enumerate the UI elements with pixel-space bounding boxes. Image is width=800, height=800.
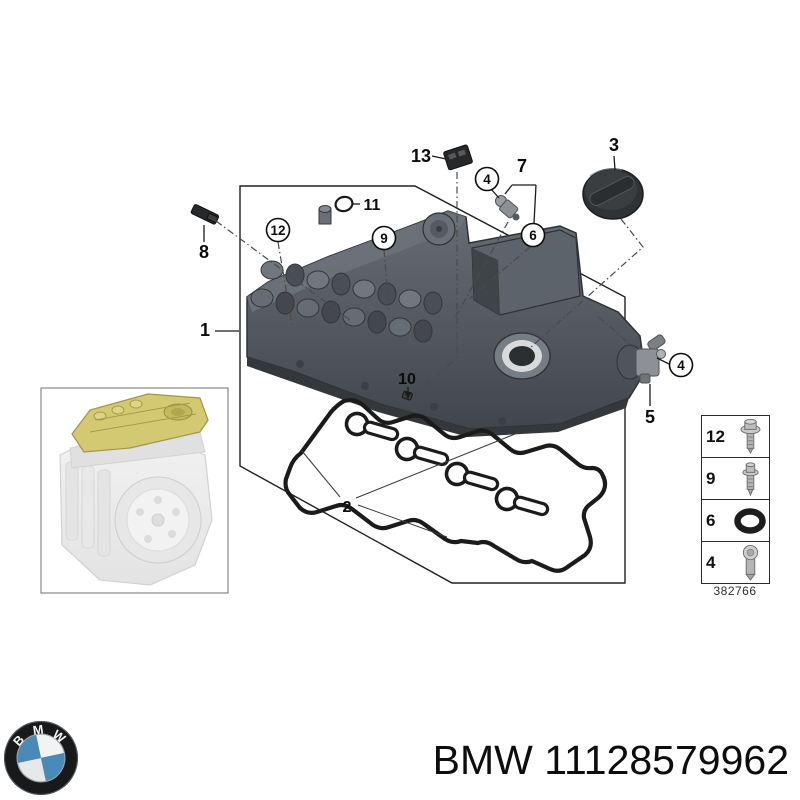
socket-screw-icon — [730, 544, 769, 582]
logo-letter-m: M — [32, 723, 44, 738]
bmw-logo: B M W — [3, 720, 79, 796]
callout-2: 2 — [343, 499, 352, 516]
legend-row-12: 12 — [702, 416, 769, 457]
legend-number: 4 — [706, 552, 716, 572]
fastener-legend: 12 9 — [701, 415, 770, 584]
tube-seal — [444, 461, 500, 492]
bmw-roundel-quadrants — [16, 733, 66, 783]
callout-7: 7 — [517, 156, 527, 176]
svg-text:6: 6 — [529, 228, 537, 243]
callout-4-circled: 4 — [474, 166, 500, 192]
tube-seal — [394, 436, 450, 467]
flange-bolt-icon — [730, 418, 769, 456]
highlighted-valve-cover — [71, 393, 209, 453]
callout-11: 11 — [364, 197, 381, 214]
gasket-drawing — [283, 398, 608, 573]
part-13-connector — [443, 144, 473, 171]
legend-row-6: 6 — [702, 499, 769, 541]
oil-filler-neck — [493, 332, 551, 380]
part-11-o-ring — [334, 195, 354, 213]
callout-1: 1 — [200, 320, 210, 340]
valve-cover-drawing — [246, 205, 646, 437]
legend-row-4: 4 — [702, 541, 769, 583]
engine-thumbnail — [40, 387, 229, 594]
camshaft-lobes — [250, 260, 443, 343]
svg-text:4: 4 — [677, 358, 685, 373]
svg-text:12: 12 — [270, 223, 285, 238]
callout-12-circled: 12 — [265, 217, 291, 243]
diagram-frame — [239, 185, 626, 584]
part-8-clip — [190, 204, 220, 225]
part-7-sensor — [495, 195, 520, 221]
part-3-oil-cap — [582, 168, 644, 220]
callout-8: 8 — [199, 242, 209, 262]
callout-3: 3 — [609, 135, 619, 155]
part-number-caption: BMW 11128579962 — [432, 737, 789, 783]
tube-seal — [494, 486, 550, 517]
legend-number: 6 — [706, 510, 716, 530]
legend-number: 12 — [706, 426, 725, 446]
part-5-valve — [635, 334, 666, 384]
tube-seal — [344, 411, 400, 442]
svg-text:9: 9 — [380, 231, 388, 246]
callout-9-circled: 9 — [371, 225, 397, 251]
legend-number: 9 — [706, 468, 716, 488]
o-ring-icon — [730, 502, 769, 540]
callout-6-circled: 6 — [520, 222, 546, 248]
stud-bolt-icon — [730, 460, 769, 498]
callout-13: 13 — [411, 146, 431, 166]
legend-sheet-number: 382766 — [713, 584, 757, 598]
callout-10: 10 — [398, 371, 416, 388]
callout-4b-circled: 4 — [668, 352, 694, 378]
svg-text:4: 4 — [483, 172, 491, 187]
callout-5: 5 — [645, 407, 655, 427]
legend-row-9: 9 — [702, 457, 769, 499]
